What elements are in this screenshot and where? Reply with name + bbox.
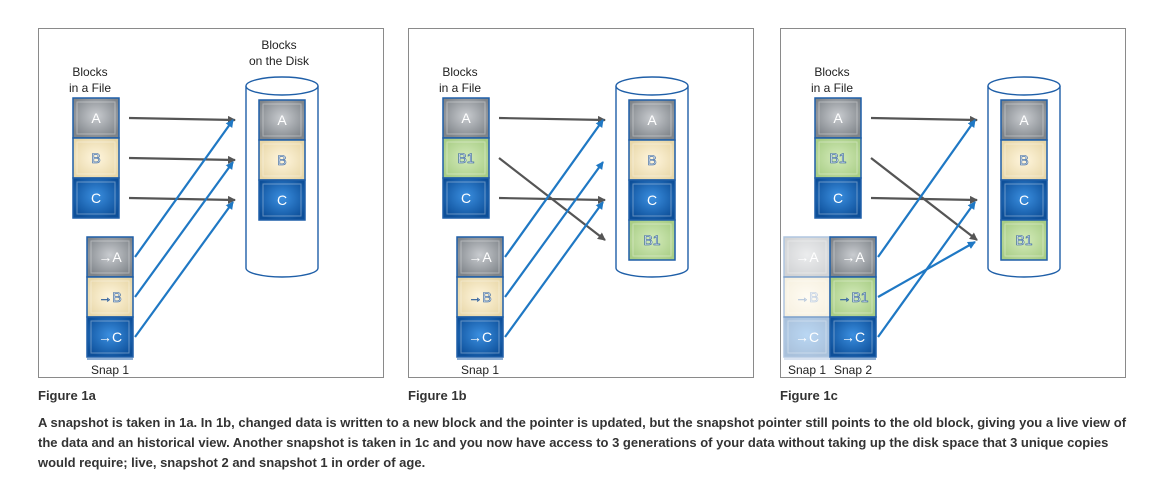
- figure-1c-snap2-block-B1-label: →B1: [837, 289, 868, 305]
- figure-1c-snap1-block-C-label: →C: [795, 329, 819, 345]
- figure-1a-snap1-pointer-A: [134, 119, 234, 258]
- figure-1b-snap1-pointer-B: [504, 161, 604, 298]
- figure-1c-file-block-B1: B1: [814, 137, 862, 179]
- figure-1c-snap1-block-B: →B: [783, 276, 831, 318]
- figure-1a-snap1-pointer-B: [134, 161, 234, 298]
- figure-1b-file-label: Blocks: [442, 65, 477, 79]
- figure-1b-snap1-block-B: →B: [456, 276, 504, 318]
- figure-1c-snap2-block-A-label: →A: [841, 249, 865, 265]
- figure-1c-snap2-pointer-C: [877, 201, 976, 338]
- figure-1c-file-pointer-C: [870, 195, 978, 204]
- figure-1b-snap1-block-B-label: →B: [468, 289, 491, 305]
- figure-1a-file-label: in a File: [69, 81, 111, 95]
- figure-1a-file-block-B: B: [72, 137, 120, 179]
- figure-1b-disk-block-B-label: B: [647, 152, 656, 168]
- figure-1a-disk-block-A: A: [258, 99, 306, 141]
- figure-1a-file-pointer-A: [128, 115, 236, 124]
- figure-1c-snap2-pointer-A: [877, 119, 976, 258]
- figure-1c-snap1-label: Snap 1: [788, 363, 826, 377]
- figure-1b-disk-block-A-label: A: [647, 112, 657, 128]
- figure-1c-disk-block-A: A: [1000, 99, 1048, 141]
- figure-1b-file-block-A-label: A: [461, 110, 471, 126]
- figure-1b-label: Figure 1b: [408, 388, 467, 403]
- figure-1a-disk-block-C: C: [258, 179, 306, 221]
- figure-1b-file-pointer-A: [498, 115, 606, 124]
- figure-1b-file-block-B1-label: B1: [457, 150, 474, 166]
- figure-1a-snap1-block-B-label: →B: [98, 289, 121, 305]
- figure-1a-snap1-block-A-label: →A: [98, 249, 122, 265]
- figure-1c-file-block-C: C: [814, 177, 862, 219]
- figure-caption: A snapshot is taken in 1a. In 1b, change…: [38, 415, 1127, 470]
- figure-1b-disk-block-B1-label: B1: [643, 232, 660, 248]
- figure-1b-snap1-block-A: →A: [456, 236, 504, 278]
- figure-1c-disk-block-B-label: B: [1019, 152, 1028, 168]
- figure-1c-file-label: in a File: [811, 81, 853, 95]
- figure-1c-snap2-label: Snap 2: [834, 363, 872, 377]
- figure-1c-snap2-block-C-label: →C: [841, 329, 865, 345]
- figure-1a-snap1-block-A: →A: [86, 236, 134, 278]
- figure-1a-file-block-A: A: [72, 97, 120, 139]
- figure-1c-file-block-C-label: C: [833, 190, 843, 206]
- figure-1a-disk-block-C-label: C: [277, 192, 287, 208]
- figure-1c-snap1-block-C: →C: [783, 316, 831, 358]
- figure-1c-disk-block-C-label: C: [1019, 192, 1029, 208]
- figure-1a-file-block-C: C: [72, 177, 120, 219]
- figure-1c-disk-block-B1-label: B1: [1015, 232, 1032, 248]
- figure-1a-disk-block-A-label: A: [277, 112, 287, 128]
- figure-1b-disk-block-B1: B1: [628, 219, 676, 261]
- figure-1b-file-block-B1: B1: [442, 137, 490, 179]
- figure-1a-file-block-A-label: A: [91, 110, 101, 126]
- figure-1a-snap1-label: Snap 1: [91, 363, 129, 377]
- figure-1a-file-label: Blocks: [72, 65, 107, 79]
- figure-1a-disk-block-B: B: [258, 139, 306, 181]
- figure-1c-file-label: Blocks: [814, 65, 849, 79]
- figure-1b-file-block-C-label: C: [461, 190, 471, 206]
- figure-1c-disk-block-A-label: A: [1019, 112, 1029, 128]
- figure-1b-file-block-A: A: [442, 97, 490, 139]
- figure-1a-disk-block-B-label: B: [277, 152, 286, 168]
- figure-1c-file-block-B1-label: B1: [829, 150, 846, 166]
- figure-1b-file-label: in a File: [439, 81, 481, 95]
- figure-1b-snap1-block-C-label: →C: [468, 329, 492, 345]
- figure-1b-disk-block-C: C: [628, 179, 676, 221]
- figure-1b-snap1-pointer-C: [504, 201, 604, 338]
- figure-1c-snap2-block-A: →A: [829, 236, 877, 278]
- figure-1a-snap1-pointer-C: [134, 201, 234, 338]
- figure-1a-file-block-B-label: B: [91, 150, 100, 166]
- figure-1c-snap1-block-A: →A: [783, 236, 831, 278]
- figure-1b-file-block-C: C: [442, 177, 490, 219]
- figure-1c-snap2-block-B1: →B1: [829, 276, 877, 318]
- figure-1c-disk-block-B1: B1: [1000, 219, 1048, 261]
- figure-1a-label: Figure 1a: [38, 388, 96, 403]
- figure-1c-snap1-block-B-label: →B: [795, 289, 818, 305]
- figure-1c-disk-block-B: B: [1000, 139, 1048, 181]
- figure-1b-disk-block-B: B: [628, 139, 676, 181]
- figure-1c-file-block-A: A: [814, 97, 862, 139]
- figure-1a-file-pointer-C: [128, 195, 236, 204]
- figure-1c-snap2-block-C: →C: [829, 316, 877, 358]
- figure-1b-snap1-block-C: →C: [456, 316, 504, 358]
- figure-1c-snap1-block-A-label: →A: [795, 249, 819, 265]
- figure-1a-snap1-block-C: →C: [86, 316, 134, 358]
- figure-1c-disk-block-C: C: [1000, 179, 1048, 221]
- figure-1a-disk-label: on the Disk: [249, 54, 310, 68]
- figure-1a-snap1-block-B: →B: [86, 276, 134, 318]
- figure-1c-file-pointer-A: [870, 115, 978, 124]
- figure-1b-snap1-pointer-A: [504, 119, 604, 258]
- figure-1b-disk-block-C-label: C: [647, 192, 657, 208]
- figure-1b-snap1-label: Snap 1: [461, 363, 499, 377]
- figure-1b-snap1-block-A-label: →A: [468, 249, 492, 265]
- figure-1a-snap1-block-C-label: →C: [98, 329, 122, 345]
- figure-1b-file-pointer-C: [498, 195, 606, 204]
- figure-1a-file-block-C-label: C: [91, 190, 101, 206]
- figure-1a-file-pointer-B: [128, 155, 236, 164]
- figure-1b-disk-block-A: A: [628, 99, 676, 141]
- figure-1c-file-block-A-label: A: [833, 110, 843, 126]
- figure-1a-disk-label: Blocks: [261, 38, 296, 52]
- figure-1c-label: Figure 1c: [780, 388, 838, 403]
